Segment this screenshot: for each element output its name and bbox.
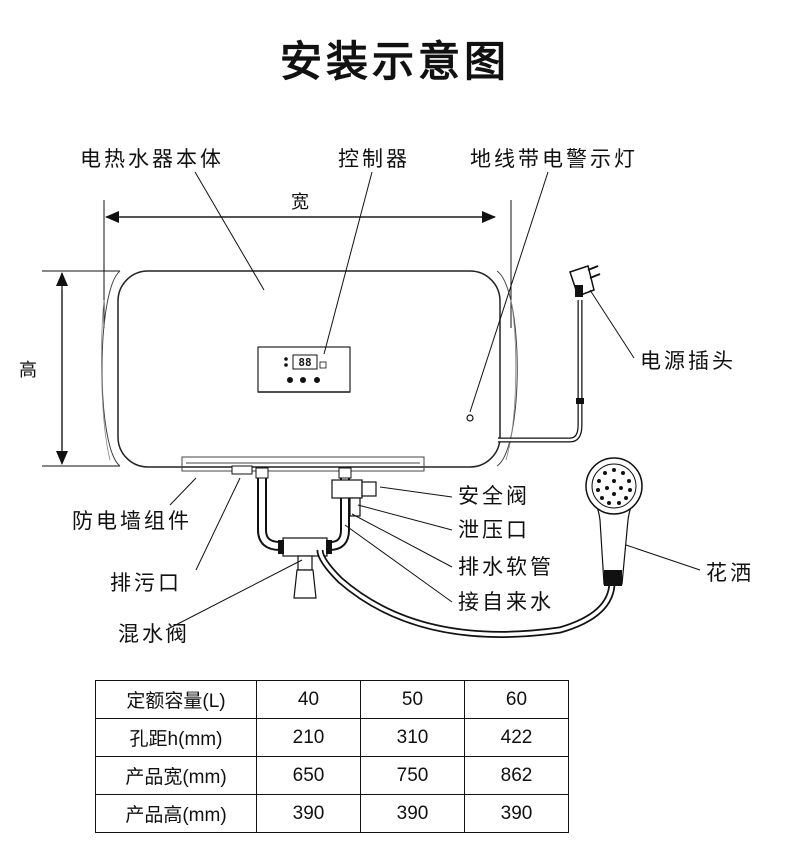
shower-head-icon: [585, 457, 643, 586]
table-cell: 60: [464, 680, 569, 719]
label-drain-port: 排污口: [110, 571, 182, 595]
table-cell: 862: [464, 756, 569, 795]
controller-button-3: [314, 377, 320, 383]
power-plug-icon: [569, 265, 601, 297]
ground-warning-lamp: [466, 414, 474, 422]
table-cell: 390: [256, 794, 361, 833]
label-water-inlet: 接自来水: [458, 590, 554, 614]
table-row: 孔距h(mm) 210 310 422: [95, 718, 569, 757]
controller-button-2: [300, 377, 306, 383]
table-cell: 390: [464, 794, 569, 833]
table-cell: 650: [256, 756, 361, 795]
label-mixing-valve: 混水阀: [118, 622, 190, 646]
spec-table: 定额容量(L) 40 50 60 孔距h(mm) 210 310 422 产品宽…: [95, 680, 569, 833]
label-shower: 花洒: [706, 561, 754, 585]
label-drain-hose: 排水软管: [458, 555, 554, 579]
width-label: 宽: [291, 192, 309, 213]
power-cord: [498, 265, 601, 443]
table-cell: 390: [360, 794, 465, 833]
table-cell: 40: [256, 680, 361, 719]
table-cell: 50: [360, 680, 465, 719]
controller-panel: 88: [257, 346, 351, 393]
leader-lines: [165, 171, 701, 631]
label-power-plug: 电源插头: [640, 349, 736, 373]
mixing-valve: [278, 537, 332, 599]
table-row: 产品宽(mm) 650 750 862: [95, 756, 569, 795]
label-anti-shock: 防电墙组件: [72, 509, 192, 533]
table-row: 定额容量(L) 40 50 60: [95, 680, 569, 719]
label-ground-lamp: 地线带电警示灯: [470, 147, 638, 171]
width-dimension: 宽: [103, 192, 512, 328]
controller-display: 88: [298, 356, 311, 369]
row-header: 定额容量(L): [95, 680, 257, 719]
controller-button-1: [287, 377, 293, 383]
safety-valve: [331, 479, 377, 517]
table-cell: 210: [256, 718, 361, 757]
label-controller: 控制器: [338, 147, 410, 171]
table-cell: 310: [360, 718, 465, 757]
row-header: 产品宽(mm): [95, 756, 257, 795]
row-header: 产品高(mm): [95, 794, 257, 833]
table-cell: 750: [360, 756, 465, 795]
height-dimension: 高: [19, 270, 120, 467]
pipe-assembly: [231, 465, 377, 599]
table-row: 产品高(mm) 390 390 390: [95, 794, 569, 833]
page-title: 安装示意图: [279, 37, 510, 86]
label-relief-port: 泄压口: [458, 518, 530, 542]
label-heater-body: 电热水器本体: [80, 147, 224, 171]
row-header: 孔距h(mm): [95, 718, 257, 757]
table-cell: 422: [464, 718, 569, 757]
label-safety-valve: 安全阀: [458, 484, 530, 508]
height-label: 高: [19, 360, 37, 381]
